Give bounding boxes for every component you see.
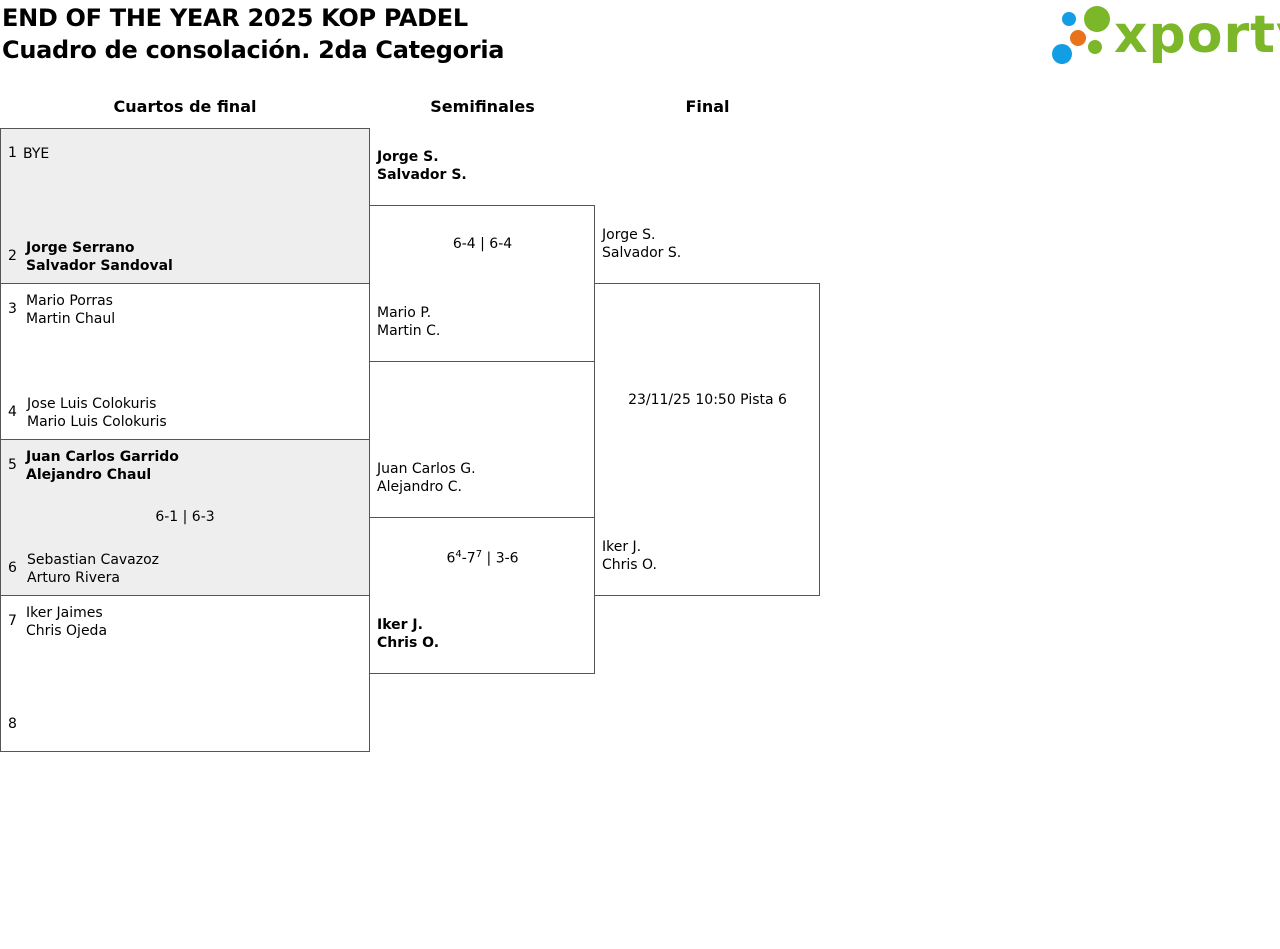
logo-dot-green <box>1084 6 1110 32</box>
round-heading-quarterfinals: Cuartos de final <box>113 97 257 116</box>
logo-dot-orange <box>1070 30 1086 46</box>
match-schedule: 23/11/25 10:50 Pista 6 <box>628 392 787 408</box>
seed-number: 1 <box>8 145 17 161</box>
team-player-2: Arturo Rivera <box>27 570 121 586</box>
final-match[interactable] <box>594 283 820 596</box>
team-player-1: Jorge S. <box>377 149 439 165</box>
team-player-2: Alejandro C. <box>377 479 462 495</box>
logo-dot-blue-large <box>1052 44 1072 64</box>
team-player-2: Alejandro Chaul <box>26 467 152 483</box>
team-player-2: Salvador S. <box>377 167 467 183</box>
team-player-1: Sebastian Cavazoz <box>27 552 160 568</box>
team-player-1: Iker Jaimes <box>26 605 103 621</box>
team-player-1: Mario Porras <box>26 293 113 309</box>
team-player-1: Mario P. <box>377 305 432 321</box>
team-player-2: Chris O. <box>602 557 657 573</box>
team-player-1: Jose Luis Colokuris <box>27 396 157 412</box>
team-player-2: Salvador S. <box>602 245 682 261</box>
round-heading-semifinals: Semifinales <box>430 97 535 116</box>
seed-number: 8 <box>8 716 17 732</box>
logo-dot-blue <box>1062 12 1076 26</box>
seed-number: 2 <box>8 248 17 264</box>
team-player-1: Iker J. <box>377 617 423 633</box>
team-name: BYE <box>23 146 50 162</box>
quarterfinal-match-1[interactable] <box>0 128 370 284</box>
tournament-title: END OF THE YEAR 2025 KOP PADEL <box>2 4 468 32</box>
team-player-1: Jorge S. <box>602 227 656 243</box>
team-player-2: Mario Luis Colokuris <box>27 414 167 430</box>
team-player-1: Juan Carlos Garrido <box>26 449 179 465</box>
team-player-2: Martin Chaul <box>26 311 116 327</box>
match-score: 64-77 | 3-6 <box>446 549 519 567</box>
seed-number: 4 <box>8 404 17 420</box>
team-player-1: Jorge Serrano <box>26 240 135 256</box>
xporty-logo: xporty <box>1052 4 1280 66</box>
logo-dot-green-small <box>1088 40 1102 54</box>
team-player-2: Chris Ojeda <box>26 623 108 639</box>
draw-subtitle: Cuadro de consolación. 2da Categoria <box>2 36 505 64</box>
team-player-2: Martin C. <box>377 323 441 339</box>
seed-number: 7 <box>8 613 17 629</box>
team-player-1: Juan Carlos G. <box>377 461 476 477</box>
seed-number: 6 <box>8 560 17 576</box>
team-player-1: Iker J. <box>602 539 642 555</box>
match-score: 6-1 | 6-3 <box>155 509 215 525</box>
seed-number: 3 <box>8 301 17 317</box>
logo-wordmark: xporty <box>1114 5 1280 65</box>
round-heading-final: Final <box>685 97 730 116</box>
team-player-2: Salvador Sandoval <box>26 258 173 274</box>
match-score: 6-4 | 6-4 <box>452 236 513 252</box>
quarterfinal-match-3[interactable] <box>0 439 370 596</box>
seed-number: 5 <box>8 457 17 473</box>
team-player-2: Chris O. <box>377 635 440 651</box>
